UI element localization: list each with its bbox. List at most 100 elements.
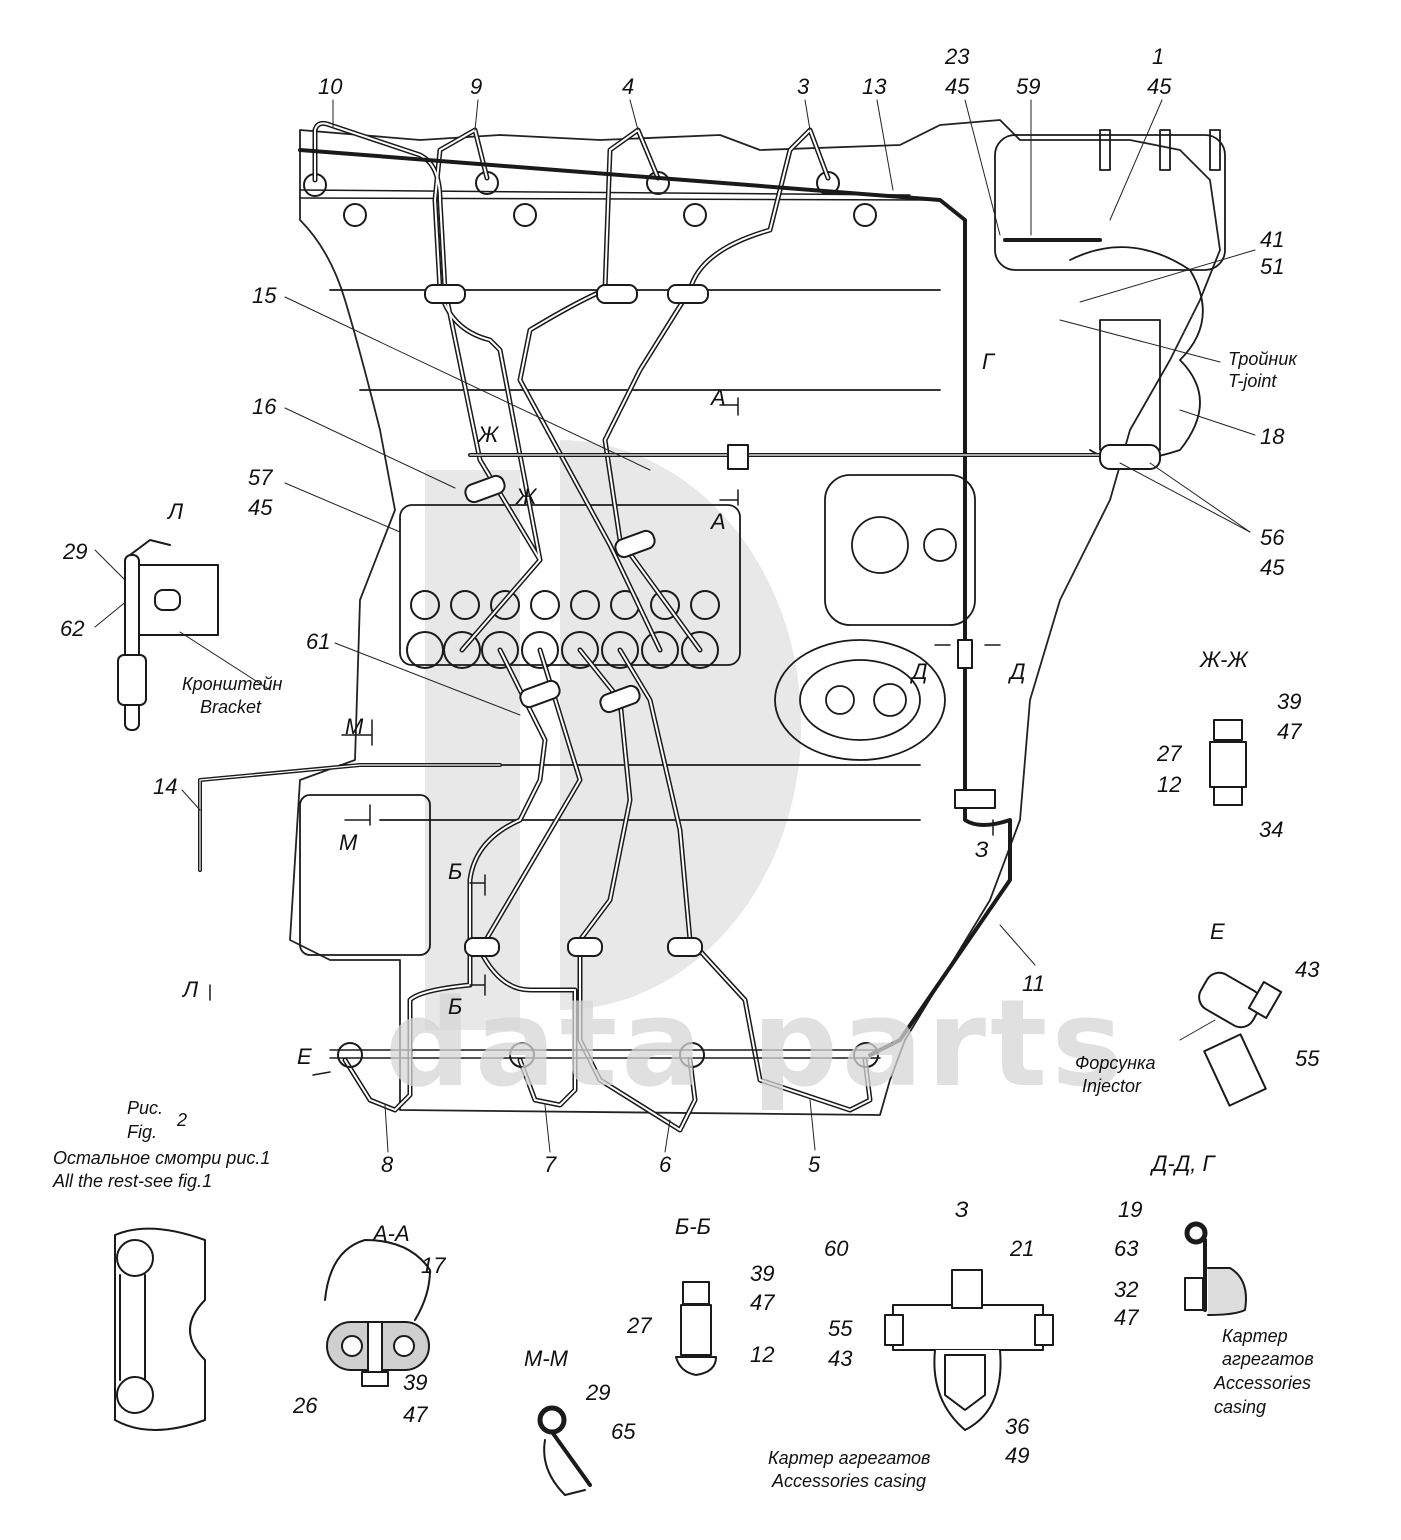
- casing2-ru-2: агрегатов: [1222, 1349, 1314, 1369]
- detail-tee-view: [114, 1227, 206, 1431]
- callout-14: 14: [153, 774, 178, 799]
- engine-block: [289, 119, 1226, 1116]
- callout-5: 5: [808, 1152, 821, 1177]
- section-marker-m-1: М: [345, 714, 364, 739]
- figure-number: 2: [177, 1110, 188, 1130]
- fuel-pump-sections: [406, 590, 720, 669]
- section-marker-g: Г: [982, 349, 994, 374]
- section-marker-zh-1: Ж: [478, 422, 499, 447]
- b-b-label-39: 39: [750, 1261, 775, 1286]
- callout-56: 56: [1260, 525, 1285, 550]
- b-b-label-12: 12: [750, 1342, 775, 1367]
- z-label-43: 43: [828, 1346, 853, 1371]
- section-marker-b-1: Б: [448, 859, 463, 884]
- callout-41: 41: [1260, 227, 1285, 252]
- e-label-55: 55: [1295, 1046, 1320, 1071]
- section-arrows: [209, 397, 1001, 1076]
- d-d-label-63: 63: [1114, 1236, 1139, 1261]
- section-marker-m-2: М: [339, 830, 358, 855]
- z-label-55: 55: [828, 1316, 853, 1341]
- section-marker-a-bottom: А: [711, 509, 726, 534]
- a-a-label-26: 26: [293, 1393, 318, 1418]
- detail-a-a: [324, 1239, 431, 1387]
- z-label-36: 36: [1005, 1414, 1030, 1439]
- view-b-b-title: Б-Б: [675, 1214, 711, 1239]
- callout-11: 11: [1022, 971, 1045, 996]
- leader-lines: [94, 99, 1256, 1153]
- zh-zh-label-34: 34: [1259, 817, 1284, 842]
- callout-13: 13: [862, 74, 887, 99]
- watermark-text: data parts: [385, 975, 1127, 1114]
- detail-e-injector: [1198, 971, 1283, 1107]
- section-marker-l: Л: [183, 977, 199, 1002]
- z-label-49: 49: [1005, 1443, 1030, 1468]
- bracket-label-en: Bracket: [200, 697, 262, 717]
- d-d-label-32: 32: [1114, 1277, 1139, 1302]
- injector-label-en: Injector: [1082, 1076, 1142, 1096]
- detail-zh-zh: [1209, 719, 1247, 806]
- callout-8: 8: [381, 1152, 394, 1177]
- zh-zh-label-27: 27: [1157, 741, 1182, 766]
- view-d-d-g-title: Д-Д, Г: [1152, 1151, 1215, 1176]
- casing-label-ru: Картер агрегатов: [768, 1448, 931, 1468]
- b-b-label-27: 27: [627, 1313, 652, 1338]
- figure-note-en: All the rest-see fig.1: [53, 1171, 213, 1191]
- detail-d-d-g: [1184, 1221, 1247, 1316]
- figure-caption-en: Fig.: [127, 1122, 158, 1142]
- section-marker-z: З: [975, 837, 989, 862]
- injector-label-ru: Форсунка: [1075, 1053, 1156, 1073]
- d-d-label-47: 47: [1114, 1305, 1139, 1330]
- callout-61: 61: [306, 629, 331, 654]
- pipe-clamps: [424, 284, 1161, 957]
- view-a-a-title: А-А: [373, 1221, 410, 1246]
- figure-caption-ru: Рис.: [127, 1098, 164, 1118]
- callout-62: 62: [60, 616, 85, 641]
- a-a-label-39: 39: [403, 1370, 428, 1395]
- section-marker-b-2: Б: [448, 994, 463, 1019]
- view-l-title: Л: [168, 499, 184, 524]
- zh-zh-label-47: 47: [1277, 719, 1302, 744]
- callout-45-d: 45: [248, 495, 273, 520]
- bracket-label-ru: Кронштейн: [182, 674, 283, 694]
- figure-note-ru: Остальное смотри рис.1: [53, 1148, 271, 1168]
- casing-label-en: Accessories casing: [772, 1471, 927, 1491]
- callout-9: 9: [470, 74, 483, 99]
- z-label-60: 60: [824, 1236, 849, 1261]
- section-marker-e: Е: [297, 1044, 312, 1069]
- callout-10: 10: [318, 74, 343, 99]
- d-d-label-19: 19: [1118, 1197, 1143, 1222]
- section-marker-zh-2: Ж: [516, 484, 537, 509]
- b-b-label-47: 47: [750, 1290, 775, 1315]
- a-a-label-47: 47: [403, 1402, 428, 1427]
- casing2-ru-1: Картер: [1222, 1326, 1288, 1346]
- return-lines-inner: [199, 454, 1106, 871]
- detail-z: [884, 1269, 1054, 1431]
- e-label-43: 43: [1295, 957, 1320, 982]
- view-m-m-title: М-М: [524, 1346, 568, 1371]
- tee-label-en: T-joint: [1228, 371, 1277, 391]
- detail-l-bracket: [117, 539, 219, 731]
- callout-15: 15: [252, 283, 277, 308]
- view-z-title: З: [955, 1197, 969, 1222]
- bottom-injectors: [329, 1042, 881, 1068]
- m-m-label-65: 65: [611, 1419, 636, 1444]
- callout-45-a: 45: [945, 74, 970, 99]
- top-injectors: [299, 171, 941, 227]
- detail-m-m: [537, 1405, 592, 1496]
- callout-3: 3: [797, 74, 810, 99]
- callout-18: 18: [1260, 424, 1285, 449]
- zh-zh-label-12: 12: [1157, 772, 1182, 797]
- casing2-en-2: casing: [1214, 1397, 1267, 1417]
- detail-b-b: [675, 1281, 717, 1376]
- casing2-en-1: Accessories: [1214, 1373, 1312, 1393]
- callout-59: 59: [1016, 74, 1041, 99]
- a-a-label-17: 17: [421, 1253, 446, 1278]
- callout-1: 1: [1152, 44, 1165, 69]
- view-zh-zh-title: Ж-Ж: [1200, 647, 1248, 672]
- callout-4: 4: [622, 74, 635, 99]
- section-marker-d-1: Д: [912, 659, 928, 684]
- callout-45-b: 45: [1147, 74, 1172, 99]
- section-marker-a-top: А: [711, 385, 726, 410]
- zh-zh-label-39: 39: [1277, 689, 1302, 714]
- tee-label-ru: Тройник: [1228, 349, 1297, 369]
